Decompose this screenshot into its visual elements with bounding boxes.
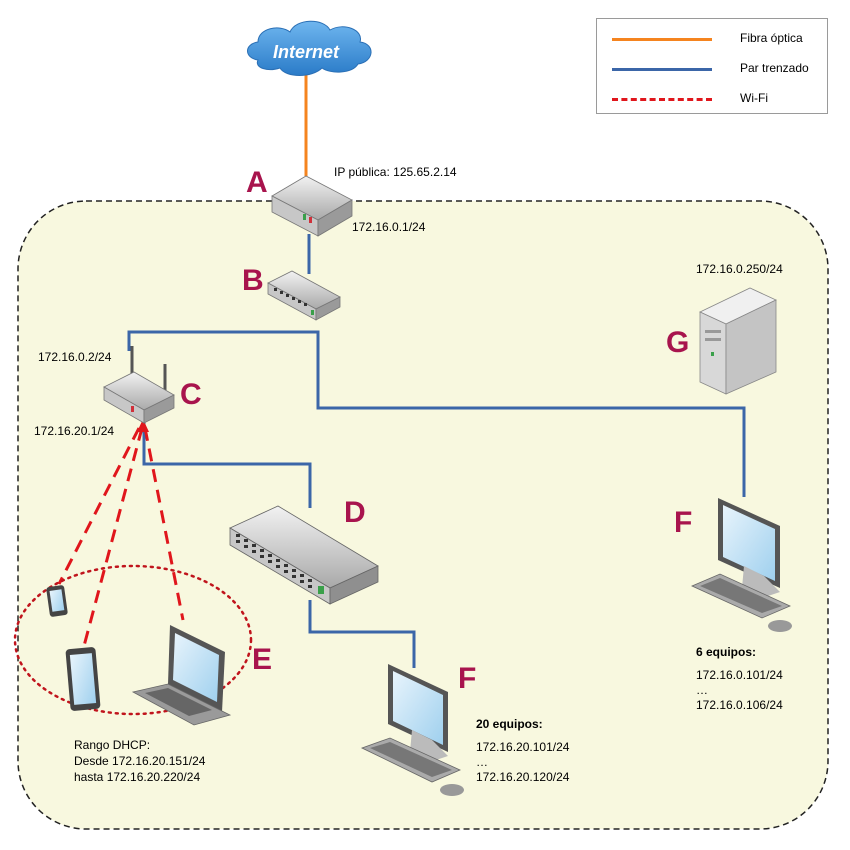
server-segment-ip-ellipsis: … xyxy=(696,683,708,697)
node-letter-b: B xyxy=(242,264,264,297)
twisted-pair-links xyxy=(127,234,746,668)
node-letter-f-servers: F xyxy=(674,506,693,539)
router-public-ip: IP pública: 125.65.2.14 xyxy=(334,165,457,179)
switch-small-icon xyxy=(267,270,341,321)
internet-label: Internet xyxy=(273,42,340,62)
legend-item-twisted-pair: Par trenzado xyxy=(597,59,827,79)
legend-label: Par trenzado xyxy=(740,61,809,75)
legend-label: Fibra óptica xyxy=(740,31,803,45)
wifi-line-icon xyxy=(612,98,712,101)
server-segment-ip-from: 172.16.0.101/24 xyxy=(696,668,783,682)
legend-item-fiber: Fibra óptica xyxy=(597,29,827,49)
legend: Fibra óptica Par trenzado Wi-Fi xyxy=(596,18,828,114)
server-segment-ip-to: 172.16.0.106/24 xyxy=(696,698,783,712)
switch-large-icon xyxy=(229,505,379,605)
lan-ip-ellipsis: … xyxy=(476,755,488,769)
legend-label: Wi-Fi xyxy=(740,91,768,105)
server-icon xyxy=(699,287,777,395)
router-icon xyxy=(271,175,353,237)
wireless-router-ip-top: 172.16.0.2/24 xyxy=(38,350,112,364)
laptop-icon xyxy=(131,625,232,726)
dhcp-range-title: Rango DHCP: xyxy=(74,738,151,752)
phone-icon xyxy=(46,585,68,617)
wifi-arrow-icon xyxy=(137,419,149,432)
tablet-icon xyxy=(65,647,101,711)
server-ip: 172.16.0.250/24 xyxy=(696,262,783,276)
lan-equipment-count: 20 equipos: xyxy=(476,717,543,731)
wifi-links xyxy=(57,427,185,647)
workstation-icon xyxy=(360,664,464,796)
lan-ip-from: 172.16.20.101/24 xyxy=(476,740,570,754)
router-lan-ip: 172.16.0.1/24 xyxy=(352,220,426,234)
node-letter-e: E xyxy=(252,643,273,676)
dhcp-range-to: hasta 172.16.20.220/24 xyxy=(74,770,201,784)
workstation-icon xyxy=(691,498,792,632)
wireless-router-icon xyxy=(103,346,175,424)
wireless-area xyxy=(13,564,253,716)
twisted-pair-line-icon xyxy=(612,68,712,71)
legend-item-wifi: Wi-Fi xyxy=(597,89,827,109)
wireless-router-ip-bottom: 172.16.20.1/24 xyxy=(34,424,115,438)
dhcp-range-from: Desde 172.16.20.151/24 xyxy=(74,754,206,768)
node-letter-g: G xyxy=(666,326,690,359)
node-letter-a: A xyxy=(246,166,268,199)
node-letter-c: C xyxy=(180,378,202,411)
fiber-line-icon xyxy=(612,38,712,41)
node-letter-d: D xyxy=(344,496,366,529)
server-segment-equipment-count: 6 equipos: xyxy=(696,645,757,659)
internet-cloud-icon xyxy=(247,20,372,76)
node-letter-f-lan: F xyxy=(458,662,477,695)
lan-ip-to: 172.16.20.120/24 xyxy=(476,770,570,784)
